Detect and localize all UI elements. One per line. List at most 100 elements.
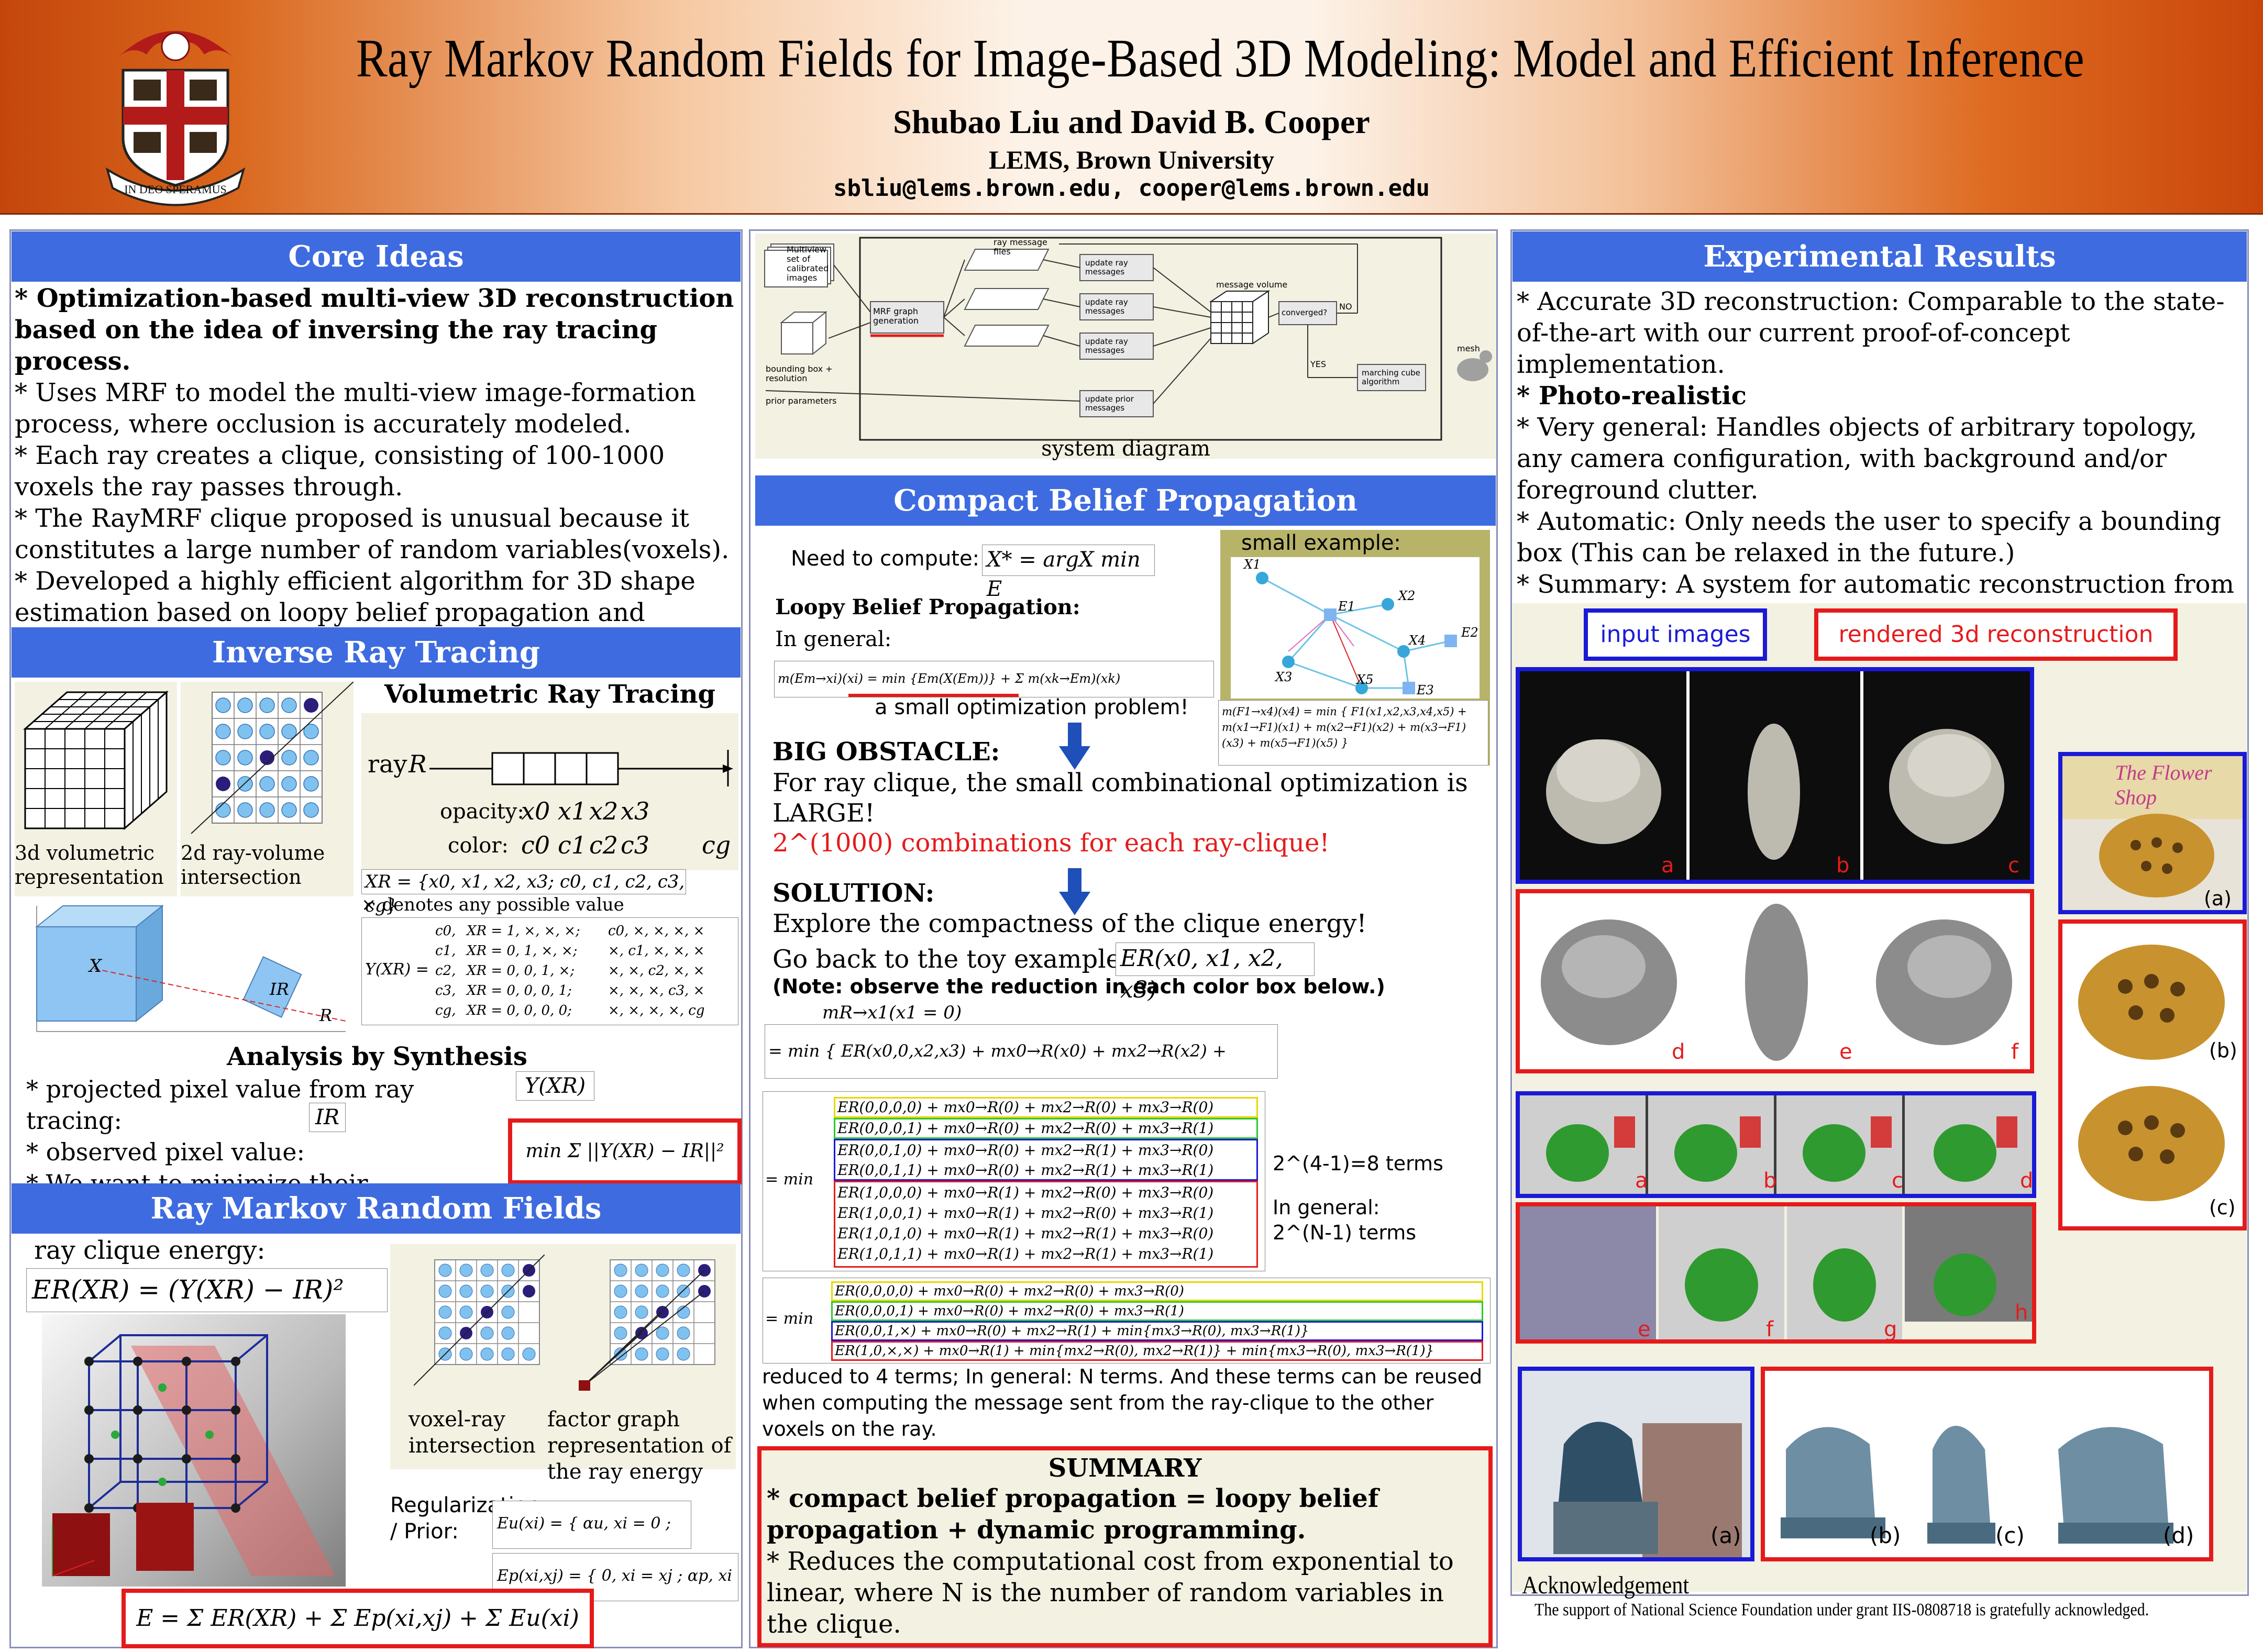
cross-note: × denotes any possible value — [361, 894, 624, 915]
obstacle-red-text: 2^(1000) combinations for each ray-cliqu… — [772, 828, 1330, 858]
term-row-group: ER(0,0,1,0) + mx0→R(0) + mx2→R(1) + mx3→… — [834, 1139, 1258, 1181]
x-label: X — [89, 956, 102, 977]
core-idea-item: * Optimization-based multi-view 3D recon… — [15, 284, 734, 376]
factor-graph-example: X1 X2 X3 X4 X5 E1 E2 E3 — [1231, 557, 1480, 699]
color-var: c3 — [621, 831, 650, 859]
elephant-reconstruction: (b) (c) — [2058, 919, 2247, 1230]
analysis-item: * observed pixel value: — [26, 1138, 305, 1166]
eight-term-block: = min ER(0,0,0,0) + mx0→R(0) + mx2→R(0) … — [763, 1091, 1265, 1271]
toy-formula: ER(x0, x1, x2, x3) — [1116, 943, 1315, 1003]
reduction-note: (Note: observe the reduction in each col… — [772, 975, 1385, 998]
color-var: c1 — [558, 831, 587, 859]
acknowledgement-text: The support of National Science Foundati… — [1535, 1600, 2149, 1620]
results-heading: Experimental Results — [1513, 231, 2247, 282]
core-idea-item: * Each ray creates a clique, consisting … — [15, 441, 665, 502]
statue-reconstruction: (b) (c) (d) — [1761, 1367, 2213, 1561]
need-formula: X* = argX min E — [982, 545, 1155, 601]
poster-title: Ray Markov Random Fields for Image-Based… — [356, 28, 2085, 88]
toy-text: Go back to the toy example: — [772, 945, 1130, 974]
cbp-heading: Compact Belief Propagation — [755, 475, 1496, 526]
opacity-var: x1 — [558, 797, 587, 825]
ir-label: IR — [270, 979, 289, 999]
ray-grid-icon — [191, 681, 354, 834]
small-example-formula: m(F1→x4)(x4) = min { F1(x1,x2,x3,x4,x5) … — [1218, 700, 1488, 766]
term-row: ER(1,0,1,1) + mx0→R(1) + mx2→R(1) + mx3→… — [837, 1245, 1214, 1262]
voxel-ray-caption: voxel-ray intersection — [409, 1407, 536, 1458]
system-diagram-caption: system diagram — [1041, 437, 1210, 461]
upsilon-definition: Υ(XR) = c0,XR = 1, ×, ×, ×;c0, ×, ×, ×, … — [361, 917, 738, 1025]
flower-shop-text: The Flower Shop — [2115, 761, 2212, 809]
color-var: c0 — [521, 831, 550, 859]
voxel-grid-icon — [414, 1255, 545, 1386]
reduced-text: reduced to 4 terms; In general: N terms.… — [762, 1365, 1483, 1440]
kermit-reconstruction: e f g h — [1516, 1202, 2036, 1344]
term-row: ER(0,0,1,1) + mx0→R(0) + mx2→R(1) + mx3→… — [837, 1161, 1214, 1179]
term-row: ER(0,0,0,1) + mx0→R(0) + mx2→R(0) + mx3→… — [831, 1301, 1483, 1321]
factor-graph-icon — [579, 1259, 715, 1391]
energy-label: ray clique energy: — [34, 1236, 266, 1265]
arrow-down-icon — [1059, 723, 1090, 770]
solution-text: Explore the compactness of the clique en… — [772, 909, 1367, 938]
inverse-ray-tracing-heading: Inverse Ray Tracing — [12, 627, 741, 678]
term-row: ER(0,0,0,0) + mx0→R(0) + mx2→R(0) + mx3→… — [831, 1281, 1483, 1301]
analysis-item: * projected pixel value from ray tracing… — [26, 1075, 414, 1135]
term-row: ER(0,0,0,0) + mx0→R(0) + mx2→R(0) + mx3→… — [834, 1097, 1258, 1118]
total-energy-formula: E = Σ ER(XR) + Σ Ep(xi,xj) + Σ Eu(xi) — [122, 1589, 594, 1648]
color-background-var: cg — [702, 831, 731, 859]
volumetric-caption: 3d volumetric representation — [15, 841, 164, 889]
red-underline — [848, 694, 1019, 697]
factor-graph-panel: voxel-ray intersection factor graph repr… — [390, 1244, 736, 1484]
volumetric-panel: 3d volumetric representation — [15, 682, 177, 896]
result-item: * Photo-realistic — [1517, 381, 1747, 411]
term-row: ER(0,0,1,0) + mx0→R(0) + mx2→R(1) + mx3→… — [837, 1141, 1214, 1159]
summary-box: SUMMARY * compact belief propagation = l… — [757, 1446, 1493, 1647]
core-ideas-list: * Optimization-based multi-view 3D recon… — [15, 283, 740, 660]
opacity-var: x3 — [621, 797, 650, 825]
ray-arrow-icon — [429, 750, 733, 786]
ir-value: IR — [309, 1103, 346, 1132]
acknowledgement-title: Acknowledgement — [1522, 1571, 1690, 1599]
svg-text:IN DEO SPERAMUS: IN DEO SPERAMUS — [124, 183, 227, 196]
solution-title: SOLUTION: — [772, 879, 935, 908]
eight-terms-label: 2^(4-1)=8 terms — [1273, 1152, 1443, 1175]
minimize-formula: min Σ ||Υ(XR) − IR||² — [508, 1118, 742, 1184]
ray-label: ray — [368, 750, 407, 778]
term-row-group: ER(1,0,0,0) + mx0→R(1) + mx2→R(0) + mx3→… — [834, 1181, 1258, 1268]
summary-title: SUMMARY — [1048, 1454, 1202, 1483]
term-row: ER(0,0,1,×) + mx0→R(0) + mx2→R(1) + min{… — [831, 1321, 1483, 1341]
arrow-down-icon — [1059, 868, 1090, 915]
middle-column — [749, 229, 1498, 1648]
dinosaur-reconstruction: d e f — [1516, 889, 2034, 1073]
kermit-input-images: a b c d — [1516, 1091, 2036, 1198]
opacity-var: x2 — [589, 797, 619, 825]
upsilon-xr: Υ(XR) — [516, 1071, 594, 1101]
term-row: ER(1,0,0,1) + mx0→R(1) + mx2→R(0) + mx3→… — [837, 1204, 1214, 1222]
upsilon-rows: c0,XR = 1, ×, ×, ×;c0, ×, ×, ×, × c1,XR … — [435, 923, 705, 1018]
legend-rendered: rendered 3d reconstruction — [1814, 608, 2178, 661]
color-var: c2 — [589, 831, 619, 859]
eu-formula: Eu(xi) = { αu, xi = 0 ; 0, xi = 1 } — [492, 1501, 691, 1578]
poster-header — [0, 0, 2263, 215]
small-problem-text: a small optimization problem! — [875, 695, 1189, 719]
message-min-formula: = min { ER(x0,0,x2,x3) + mx0→R(x0) + mx2… — [765, 1024, 1278, 1113]
voxel-cube-icon — [23, 690, 169, 830]
ray-intersection-caption: 2d ray-volume intersection — [181, 841, 325, 889]
need-to-compute-label: Need to compute: — [791, 547, 980, 571]
message-head: mR→x1(x1 = 0) — [822, 1002, 962, 1023]
terms-general-label: In general: 2^(N-1) terms — [1273, 1196, 1417, 1244]
analysis-title: Analysis by Synthesis — [227, 1042, 527, 1071]
vrt-title: Volumetric Ray Tracing — [384, 680, 716, 709]
summary-item: * compact belief propagation = loopy bel… — [767, 1484, 1379, 1545]
emails: sbliu@lems.brown.edu, cooper@lems.brown.… — [833, 175, 1430, 202]
energy-formula: ER(XR) = (Υ(XR) − IR)² — [26, 1268, 388, 1312]
in-general-label: In general: — [775, 627, 892, 651]
voxel-ray-3d-render — [42, 1314, 346, 1587]
ray-intersection-panel: 2d ray-volume intersection — [181, 681, 354, 896]
color-label: color: — [448, 834, 509, 858]
term-row: ER(1,0,1,0) + mx0→R(1) + mx2→R(1) + mx3→… — [837, 1225, 1214, 1242]
elephant-input-image: The Flower Shop (a) — [2058, 752, 2247, 914]
xr-definition: XR = {x0, x1, x2, x3; c0, c1, c2, c3, cg… — [361, 869, 686, 916]
small-example-panel: small example: X1 X2 X3 X4 X5 E1 E2 E3 m… — [1218, 530, 1490, 766]
core-ideas-heading: Core Ideas — [12, 231, 741, 282]
result-item: * Very general: Handles objects of arbit… — [1517, 413, 2198, 505]
